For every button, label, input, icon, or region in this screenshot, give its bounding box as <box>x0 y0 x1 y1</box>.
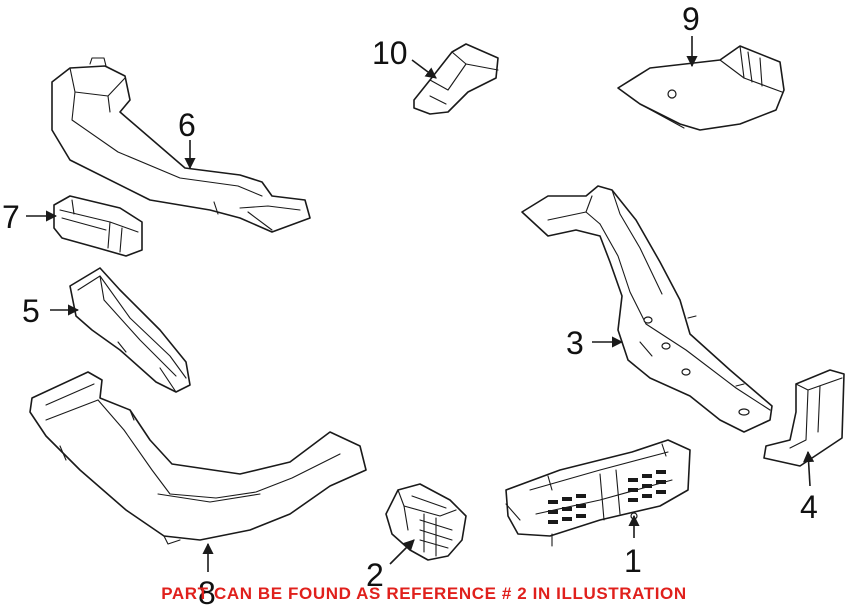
part-3-side-duct <box>521 185 773 433</box>
part-5-bracket-duct <box>69 267 191 393</box>
leader-arrows <box>26 36 815 572</box>
callout-2: 2 <box>366 557 384 593</box>
part-2-small-vent <box>385 483 467 561</box>
part-10-elbow <box>413 43 499 115</box>
leader-10 <box>411 59 437 79</box>
part-7-vent-adapter <box>53 195 143 257</box>
callout-8: 8 <box>198 575 216 609</box>
callout-6: 6 <box>178 107 196 143</box>
part-9-flat-duct <box>617 45 785 131</box>
callout-7: 7 <box>2 199 20 235</box>
part-1-dash-vent <box>505 439 691 547</box>
part-4-corner-piece <box>763 369 845 467</box>
callout-5: 5 <box>22 293 40 329</box>
part-8-lower-duct <box>29 371 367 545</box>
callout-9: 9 <box>682 1 700 37</box>
callout-labels: 1 2 3 4 5 6 7 8 9 10 <box>2 1 818 609</box>
leader-2 <box>389 539 415 565</box>
reference-notice: PART CAN BE FOUND AS REFERENCE # 2 IN IL… <box>161 584 687 603</box>
vent-louvres <box>548 470 666 524</box>
callout-1: 1 <box>624 543 642 579</box>
part-6-upper-duct <box>51 57 311 233</box>
callout-4: 4 <box>800 489 818 525</box>
leader-4 <box>803 450 815 487</box>
callout-3: 3 <box>566 325 584 361</box>
callout-10: 10 <box>372 35 408 71</box>
